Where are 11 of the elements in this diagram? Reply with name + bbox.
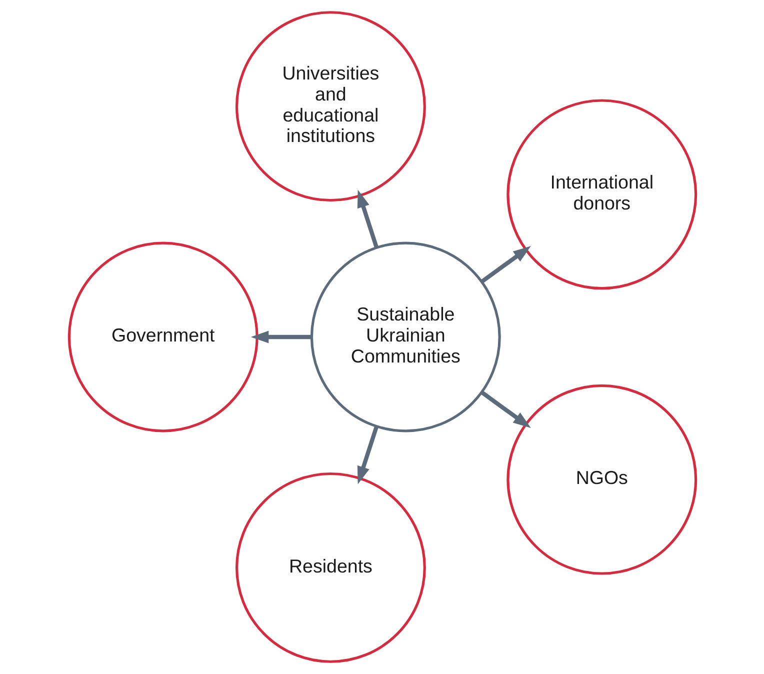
node-circle: Residents (234, 472, 426, 663)
node-circle: Government (67, 242, 258, 432)
node-circle: Sustainable Ukrainian Communities (310, 242, 500, 432)
arrow (250, 330, 312, 344)
node-circle: NGOs (506, 384, 697, 575)
arrow (480, 390, 530, 428)
node-circle: International donors (506, 99, 697, 290)
node-circle: Universities and educational institutions (234, 11, 426, 202)
arrow (356, 426, 378, 484)
arrow (480, 246, 530, 284)
arrow (356, 190, 378, 248)
